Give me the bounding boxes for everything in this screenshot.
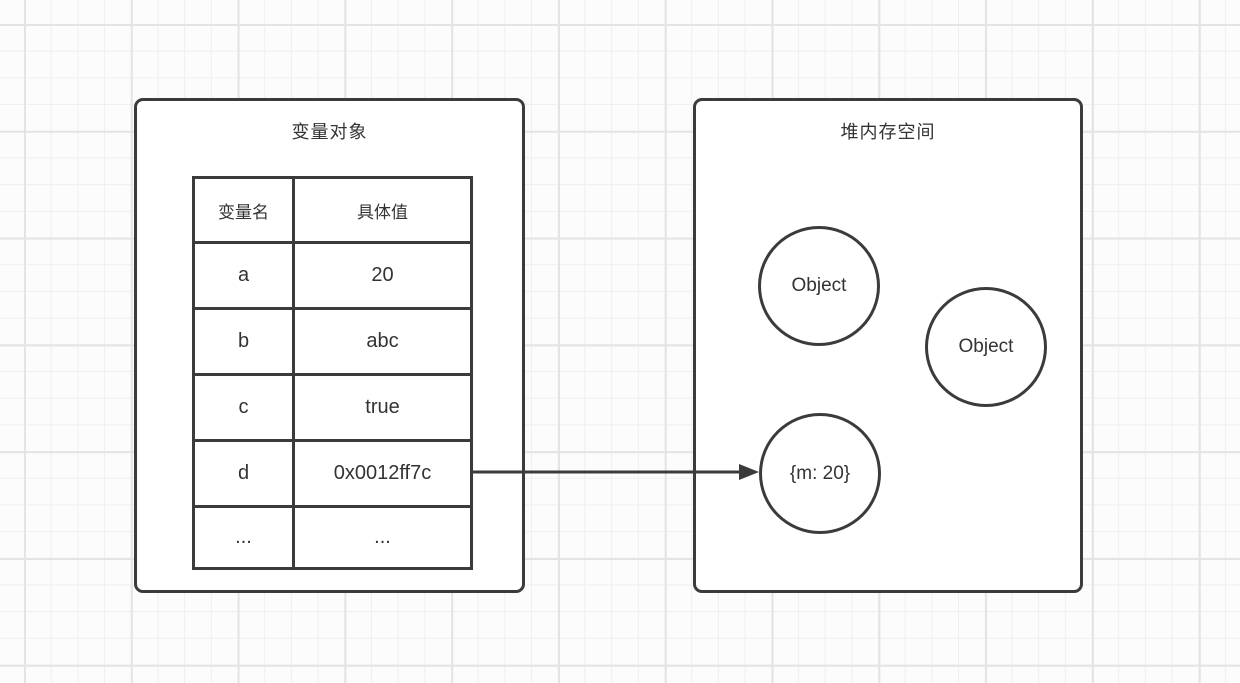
variable-object-title: 变量对象 (291, 122, 368, 142)
heap-object-label: {m: 20} (789, 462, 851, 484)
heap-object-node: Object (925, 287, 1047, 407)
var-value-cell: 20 (292, 241, 473, 310)
heap-memory-title: 堆内存空间 (840, 122, 936, 142)
heap-object-node: Object (758, 226, 880, 346)
heap-object-label: Object (791, 275, 847, 296)
table-row: d 0x0012ff7c (192, 439, 473, 508)
var-name-cell: b (192, 307, 295, 376)
var-name-cell: d (192, 439, 295, 508)
var-name-cell: a (192, 241, 295, 310)
heap-object-m20-node: {m: 20} (759, 413, 881, 534)
var-name-cell: c (192, 373, 295, 442)
var-value-cell: ... (292, 505, 473, 570)
var-value-cell: 0x0012ff7c (292, 439, 473, 508)
table-row: ... ... (192, 505, 473, 570)
var-name-cell: ... (192, 505, 295, 570)
column-header-value: 具体值 (292, 176, 473, 244)
heap-object-label: Object (958, 336, 1014, 357)
var-value-cell: abc (292, 307, 473, 376)
column-header-name: 变量名 (192, 176, 295, 244)
table-header-row: 变量名 具体值 (192, 176, 473, 244)
table-row: a 20 (192, 241, 473, 310)
table-row: b abc (192, 307, 473, 376)
variable-table: 变量名 具体值 a 20 b abc c true d 0x0012ff7c .… (192, 176, 473, 570)
table-row: c true (192, 373, 473, 442)
var-value-cell: true (292, 373, 473, 442)
